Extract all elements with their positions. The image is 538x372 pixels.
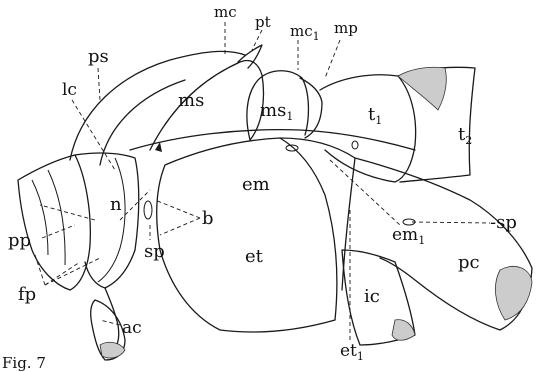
label-mc1: mc1	[290, 22, 320, 43]
label-sp-right: -sp	[490, 212, 517, 233]
leader-b-2	[160, 218, 200, 235]
label-pc: pc	[458, 252, 480, 273]
label-em1-sub: 1	[418, 234, 425, 247]
pc-stippled-end	[495, 266, 532, 320]
prescutum-inner-outline	[100, 80, 185, 165]
label-t1: t1	[368, 104, 382, 127]
leader-mp	[325, 40, 340, 78]
ac-stippled-end	[100, 342, 125, 358]
label-n: n	[110, 194, 122, 215]
label-em1-base: em	[392, 225, 418, 245]
episternum-outline	[157, 138, 337, 332]
pp-inner-1	[32, 180, 48, 255]
tergite-1-outline	[320, 75, 416, 182]
pt-spine	[238, 45, 262, 68]
label-lc: lc	[62, 80, 77, 100]
label-ps: ps	[88, 46, 109, 67]
label-ac: ac	[122, 318, 142, 338]
dorsal-line	[130, 130, 415, 150]
figure-label: Fig. 7	[2, 354, 46, 372]
label-mc: mc	[214, 3, 237, 21]
leader-fp-2	[45, 262, 80, 285]
label-ms1-sub: 1	[286, 110, 293, 123]
sclerite-outlines	[18, 45, 532, 360]
label-b: b	[202, 208, 214, 229]
label-mc1-base: mc	[290, 22, 313, 40]
n-region-outline	[75, 153, 139, 288]
leader-sp-right	[412, 222, 490, 223]
label-em: em	[242, 174, 270, 195]
label-mc1-sub: 1	[313, 30, 320, 43]
leader-ps	[98, 68, 100, 100]
label-pt: pt	[255, 13, 271, 31]
n-inner-outline	[98, 158, 125, 282]
label-fp: fp	[18, 284, 36, 305]
label-t2-sub: 2	[465, 134, 472, 147]
prescutum-outline	[70, 51, 245, 160]
label-et: et	[245, 246, 264, 267]
label-sp-left: sp	[144, 241, 165, 262]
label-et1-base: et	[340, 341, 357, 361]
label-ic: ic	[364, 286, 380, 307]
leader-b-1	[155, 200, 200, 218]
label-pp: pp	[8, 230, 31, 251]
label-t1-sub: 1	[375, 114, 382, 127]
mesoscutum-outline	[150, 61, 264, 150]
leader-fp-3	[45, 258, 100, 285]
label-mp: mp	[334, 19, 358, 37]
pp-inner-2	[48, 170, 65, 265]
mp-outline	[300, 78, 322, 138]
label-ms: ms	[178, 90, 204, 111]
leader-em1	[330, 160, 400, 225]
labels: ps mc pt mc1 mp lc ms ms1 t1 t2 -sp n b …	[2, 3, 517, 372]
t1-pit	[352, 141, 358, 149]
label-ms1-base: ms	[260, 100, 286, 121]
leader-n-1	[40, 205, 95, 220]
label-em1: em1	[392, 225, 425, 247]
label-ms1: ms1	[260, 100, 293, 123]
spiracle-left	[144, 201, 152, 219]
tergite-2-stippled-end	[398, 67, 446, 110]
pp-collar-outline	[18, 155, 90, 290]
ic-stippled-end	[392, 320, 415, 341]
label-et1-sub: 1	[357, 350, 364, 363]
